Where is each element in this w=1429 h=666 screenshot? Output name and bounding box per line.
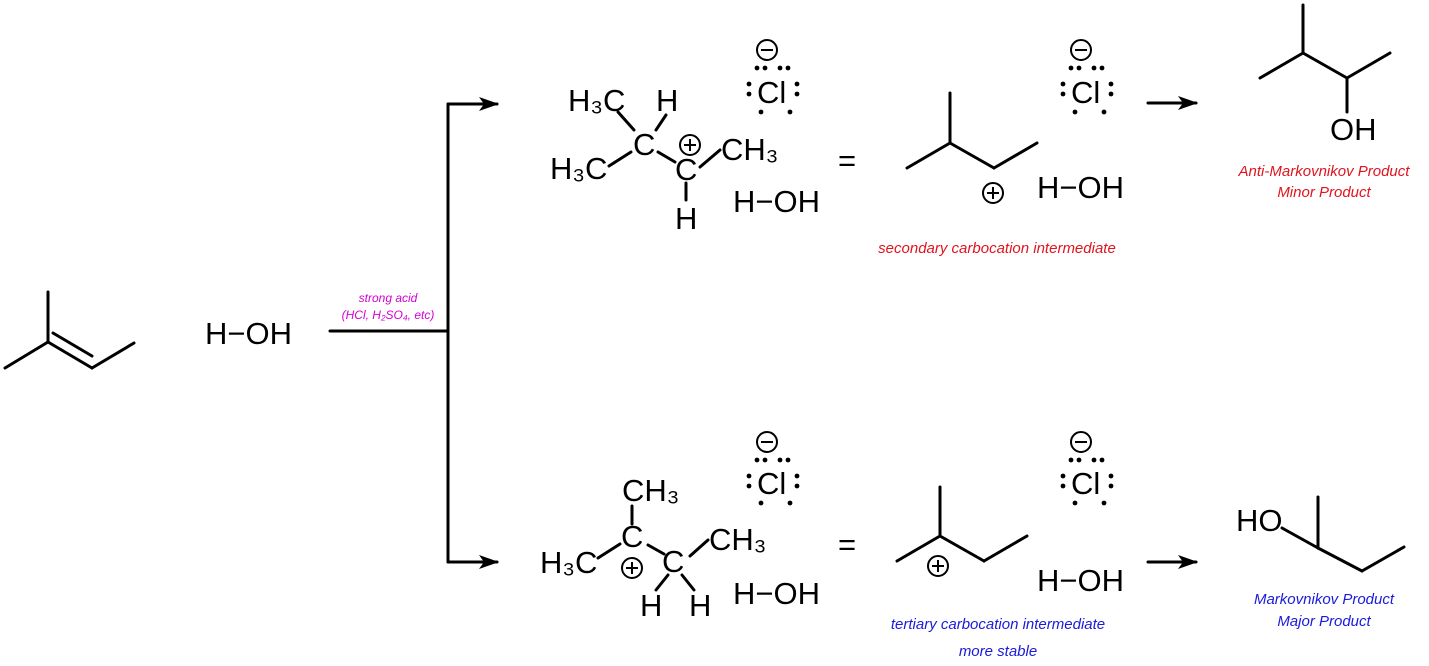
chloride-ion: Cl [746,39,800,115]
hydroxyl-group: OH [1330,112,1377,147]
h3c-group: H₃C [568,83,625,118]
h3c-group: H₃C [540,545,597,580]
h-atom: H [656,83,678,118]
chloride-label: Cl [1071,75,1100,110]
hydroxyl-group: HO [1236,503,1283,538]
tertiary-intermediate-label-line-2: more stable [959,643,1037,660]
minus-charge-circle-icon [756,39,778,61]
h3c-group: H₃C [550,151,607,186]
h-atom: H [675,201,697,236]
skeletal-water: H−OH [1037,170,1124,205]
carbon-atom: C [662,544,684,579]
lone-pair-dots-icon [746,457,800,506]
product-label-line-1: Anti-Markovnikov Product [1238,163,1411,180]
ch3-group: CH₃ [721,132,778,167]
skeletal-water: H−OH [1037,563,1124,598]
carbon-atom: C [633,127,655,162]
plus-charge-circle-icon [621,557,643,579]
markovnikov-product: HO [1236,495,1406,573]
chloride-label: Cl [757,75,786,110]
tertiary-intermediate-label-line-1: tertiary carbocation intermediate [891,616,1105,633]
chloride-label: Cl [1071,466,1100,501]
h-atom: H [689,588,711,623]
water-molecule: H−OH [733,184,820,219]
top-condensed-structure: H₃C H H₃C C C CH₃ H [550,83,778,236]
skeletal-chloride-ion: Cl [1060,431,1114,506]
secondary-carbocation-skeletal [905,91,1039,204]
bottom-condensed-structure: CH₃ C H₃C C CH₃ H H [540,473,766,623]
h-atom: H [640,588,662,623]
plus-charge-circle-icon [679,134,701,156]
conditions-line-2: (HCl, H₂SO₄, etc) [342,308,435,322]
secondary-intermediate-label: secondary carbocation intermediate [878,240,1116,257]
ch3-group: CH₃ [622,473,679,508]
minus-charge-circle-icon [1070,39,1092,61]
chloride-label: Cl [757,466,786,501]
equals-sign: = [838,143,856,178]
plus-charge-circle-icon [927,555,949,577]
ch3-group: CH₃ [709,522,766,557]
reactant-alkene [3,290,136,370]
water-molecule: H−OH [733,576,820,611]
skeletal-chloride-ion: Cl [1060,39,1114,115]
cation-carbon-atom: C [675,152,697,187]
lone-pair-dots-icon [1060,457,1114,506]
product-label-line-1: Markovnikov Product [1254,591,1395,608]
product-label-line-2: Major Product [1277,613,1371,630]
chloride-ion: Cl [746,431,800,506]
anti-markovnikov-product: OH [1258,3,1392,147]
tertiary-carbocation-skeletal [895,485,1029,577]
lone-pair-dots-icon [1060,65,1114,115]
lone-pair-dots-icon [746,65,800,115]
branching-reaction-arrow [328,97,499,569]
reactant-water: H−OH [205,316,292,351]
conditions-line-1: strong acid [359,291,418,305]
plus-charge-circle-icon [982,182,1004,204]
product-label-line-2: Minor Product [1277,184,1371,201]
cation-carbon-atom: C [621,519,643,554]
equals-sign: = [838,527,856,562]
minus-charge-circle-icon [1070,431,1092,453]
minus-charge-circle-icon [756,431,778,453]
